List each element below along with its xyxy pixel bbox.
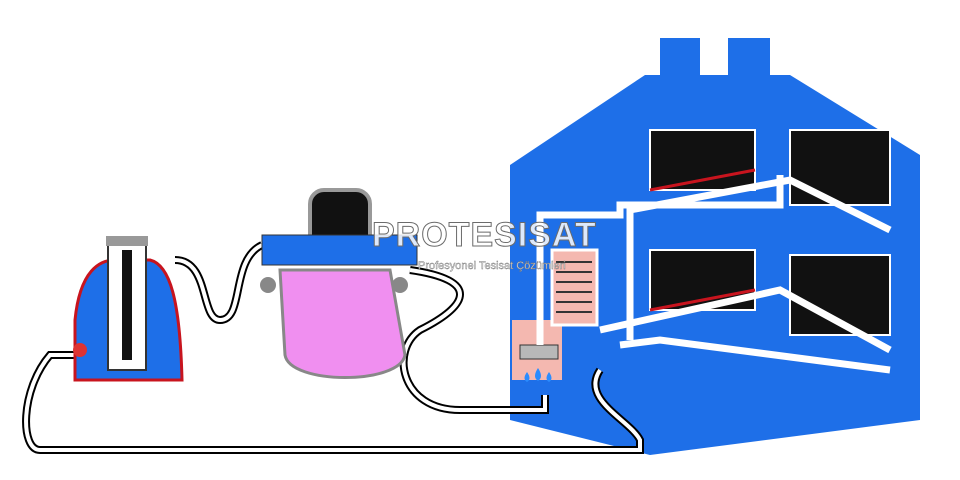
pump-tank [278, 268, 407, 379]
heat-exchanger-coil [550, 248, 599, 327]
house-pipes [536, 175, 892, 374]
watermark-subtitle: Profesyonel Tesisat Çözümleri [418, 260, 566, 272]
outlet-valve-icon[interactable] [392, 277, 408, 293]
filter-unit [73, 236, 184, 382]
valve-handle-icon[interactable] [73, 343, 87, 357]
inlet-valve-icon[interactable] [260, 277, 276, 293]
chimney-left [660, 38, 700, 78]
chimney-right [728, 38, 770, 78]
flushing-pump [260, 188, 418, 379]
radiator-upper-right [789, 129, 891, 206]
flame-icon [524, 368, 552, 382]
boiler-unit [519, 344, 559, 360]
watermark-title: PROTESISAT [372, 216, 597, 255]
